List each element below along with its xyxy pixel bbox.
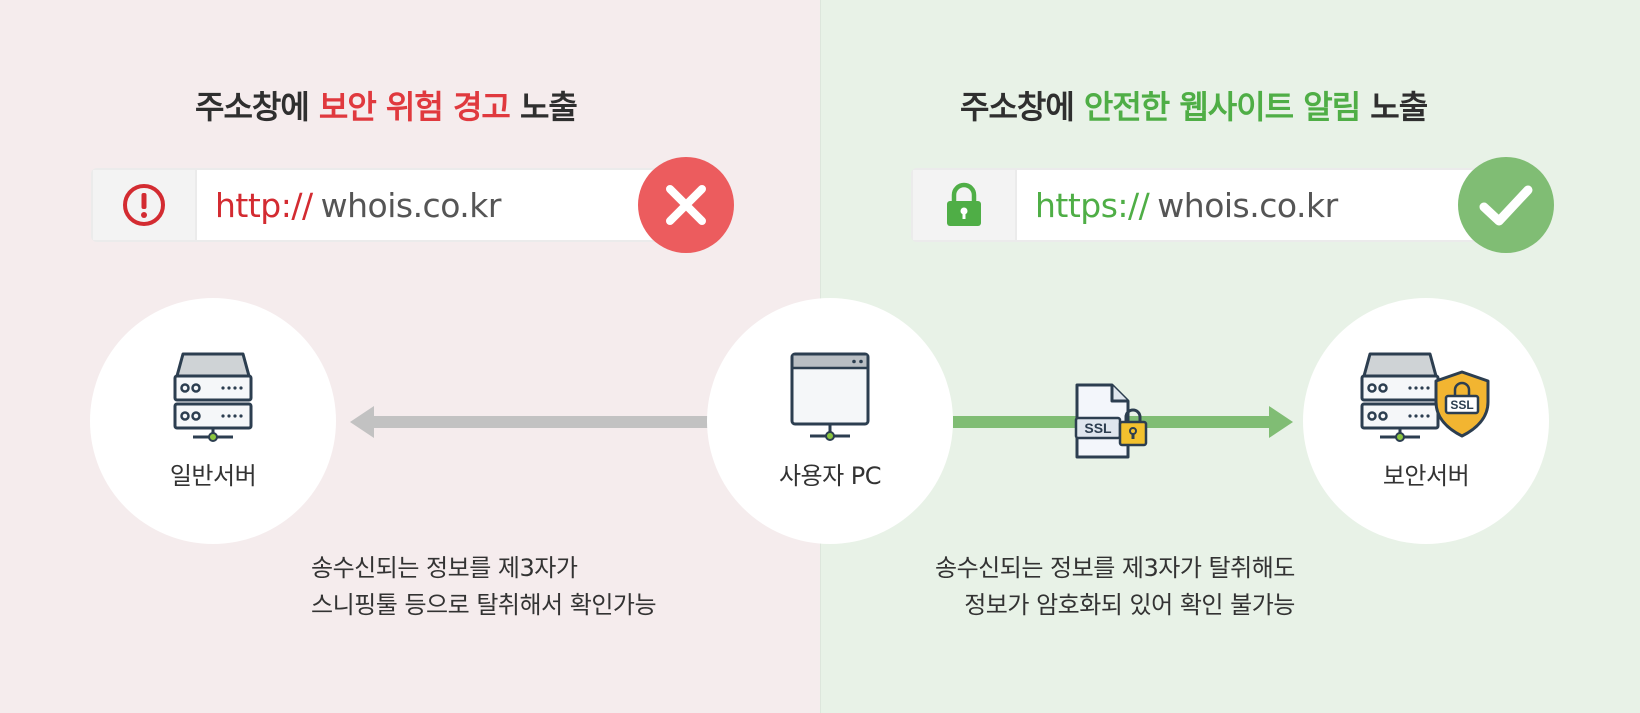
url-protocol: http:// — [215, 186, 313, 225]
check-icon — [1479, 185, 1533, 226]
monitor-icon — [790, 352, 870, 441]
secure-heading-highlight: 안전한 웹사이트 알림 — [1083, 88, 1361, 126]
safe-status-badge — [1458, 157, 1554, 253]
insecure-address-bar: http://whois.co.kr — [91, 168, 671, 242]
user-pc-node: 사용자 PC — [707, 298, 953, 544]
address-bar-lead — [913, 170, 1017, 240]
x-icon — [666, 185, 706, 225]
general-server-node: 일반서버 — [90, 298, 336, 544]
ssl-certificate-document-icon: SSL — [1074, 383, 1148, 459]
url-protocol: https:// — [1035, 186, 1150, 225]
secure-caption: 송수신되는 정보를 제3자가 탈취해도 정보가 암호화되 있어 확인 불가능 — [935, 554, 1295, 619]
secure-address-bar: https://whois.co.kr — [911, 168, 1491, 242]
insecure-url: http://whois.co.kr — [215, 186, 501, 225]
interception-arrow — [350, 406, 710, 438]
secure-url: https://whois.co.kr — [1035, 186, 1338, 225]
padlock-icon — [947, 182, 981, 226]
server-icon — [173, 352, 253, 442]
svg-text:SSL: SSL — [1084, 420, 1112, 436]
insecure-heading-highlight: 보안 위험 경고 — [318, 88, 511, 126]
url-domain: whois.co.kr — [1157, 186, 1338, 225]
exclamation-circle-icon — [123, 184, 165, 226]
warning-status-badge — [638, 157, 734, 253]
secure-server-node: SSL 보안서버 — [1303, 298, 1549, 544]
insecure-caption: 송수신되는 정보를 제3자가 스니핑툴 등으로 탈취해서 확인가능 — [311, 554, 657, 619]
url-domain: whois.co.kr — [320, 186, 502, 225]
user-pc-label: 사용자 PC — [778, 462, 882, 490]
secure-heading: 주소창에 안전한 웹사이트 알림 노출 — [960, 88, 1428, 126]
secure-server-label: 보안서버 — [1382, 462, 1470, 490]
general-server-label: 일반서버 — [169, 462, 257, 490]
server-with-ssl-shield-icon: SSL — [1360, 352, 1490, 442]
svg-text:SSL: SSL — [1450, 398, 1473, 412]
insecure-heading: 주소창에 보안 위험 경고 노출 — [195, 88, 578, 126]
address-bar-lead — [93, 170, 197, 240]
